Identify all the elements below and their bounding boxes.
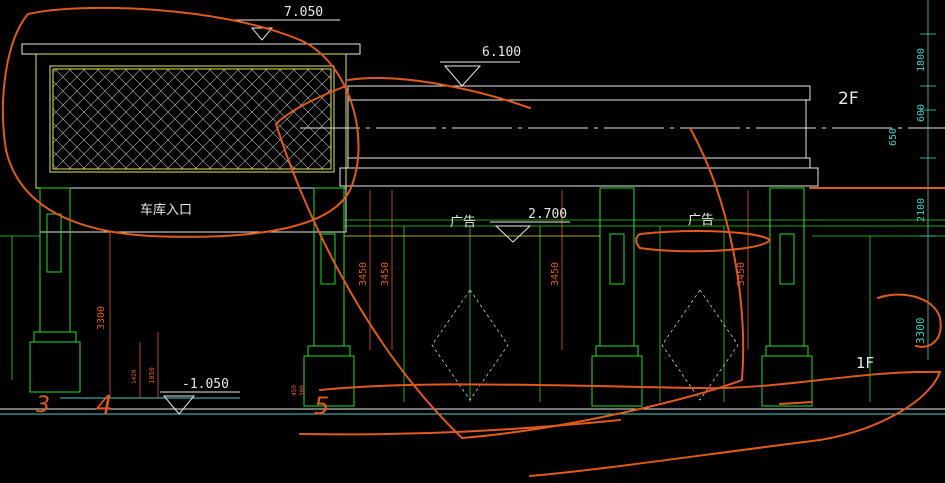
left-dim-small: 1420 (131, 369, 138, 384)
ad-left-text: 广告 (450, 215, 476, 230)
left-dim-base: 1050 (148, 367, 156, 384)
column-dim-2: 3450 (380, 262, 391, 286)
right-dim-2: 600 (916, 104, 927, 122)
handwriting-left-b: 4 (96, 391, 113, 421)
column-dim-1: 3450 (358, 262, 369, 286)
columns (29, 187, 813, 407)
dimension-lines (109, 190, 749, 398)
elevation-ground-label: -1.050 (182, 377, 229, 392)
base-dim-a: 450 (291, 385, 298, 396)
annotation-strokes (1, 6, 945, 477)
left-dim-vertical: 3300 (96, 306, 107, 330)
right-dim-4: 2100 (916, 198, 927, 222)
elevation-canopy-label: 2.700 (528, 207, 567, 222)
right-dimension-chain (920, 0, 936, 360)
floor-2f-label: 2F (838, 89, 859, 109)
handwriting-left-a: 3 (36, 393, 50, 418)
floor-1f-label: 1F (856, 354, 874, 372)
column-dim-3: 3450 (550, 262, 561, 286)
right-dim-5: 3300 (914, 318, 927, 345)
glazing (0, 219, 945, 402)
handwriting-middle: 5 (314, 392, 329, 420)
right-dim-1: 1800 (916, 48, 927, 72)
ad-right-text: 广告 (688, 213, 714, 228)
garage-entry-text: 车库入口 (140, 202, 192, 218)
elevation-top-label: 7.050 (284, 5, 323, 20)
elevation-markers (160, 19, 570, 415)
column-dim-4: 3450 (736, 262, 747, 286)
elevation-roof-label: 6.100 (482, 45, 521, 60)
ground-lines (0, 397, 945, 415)
door-diamonds (431, 289, 739, 401)
right-dim-3: 650 (888, 128, 899, 146)
base-dim-b: 300 (299, 385, 306, 396)
